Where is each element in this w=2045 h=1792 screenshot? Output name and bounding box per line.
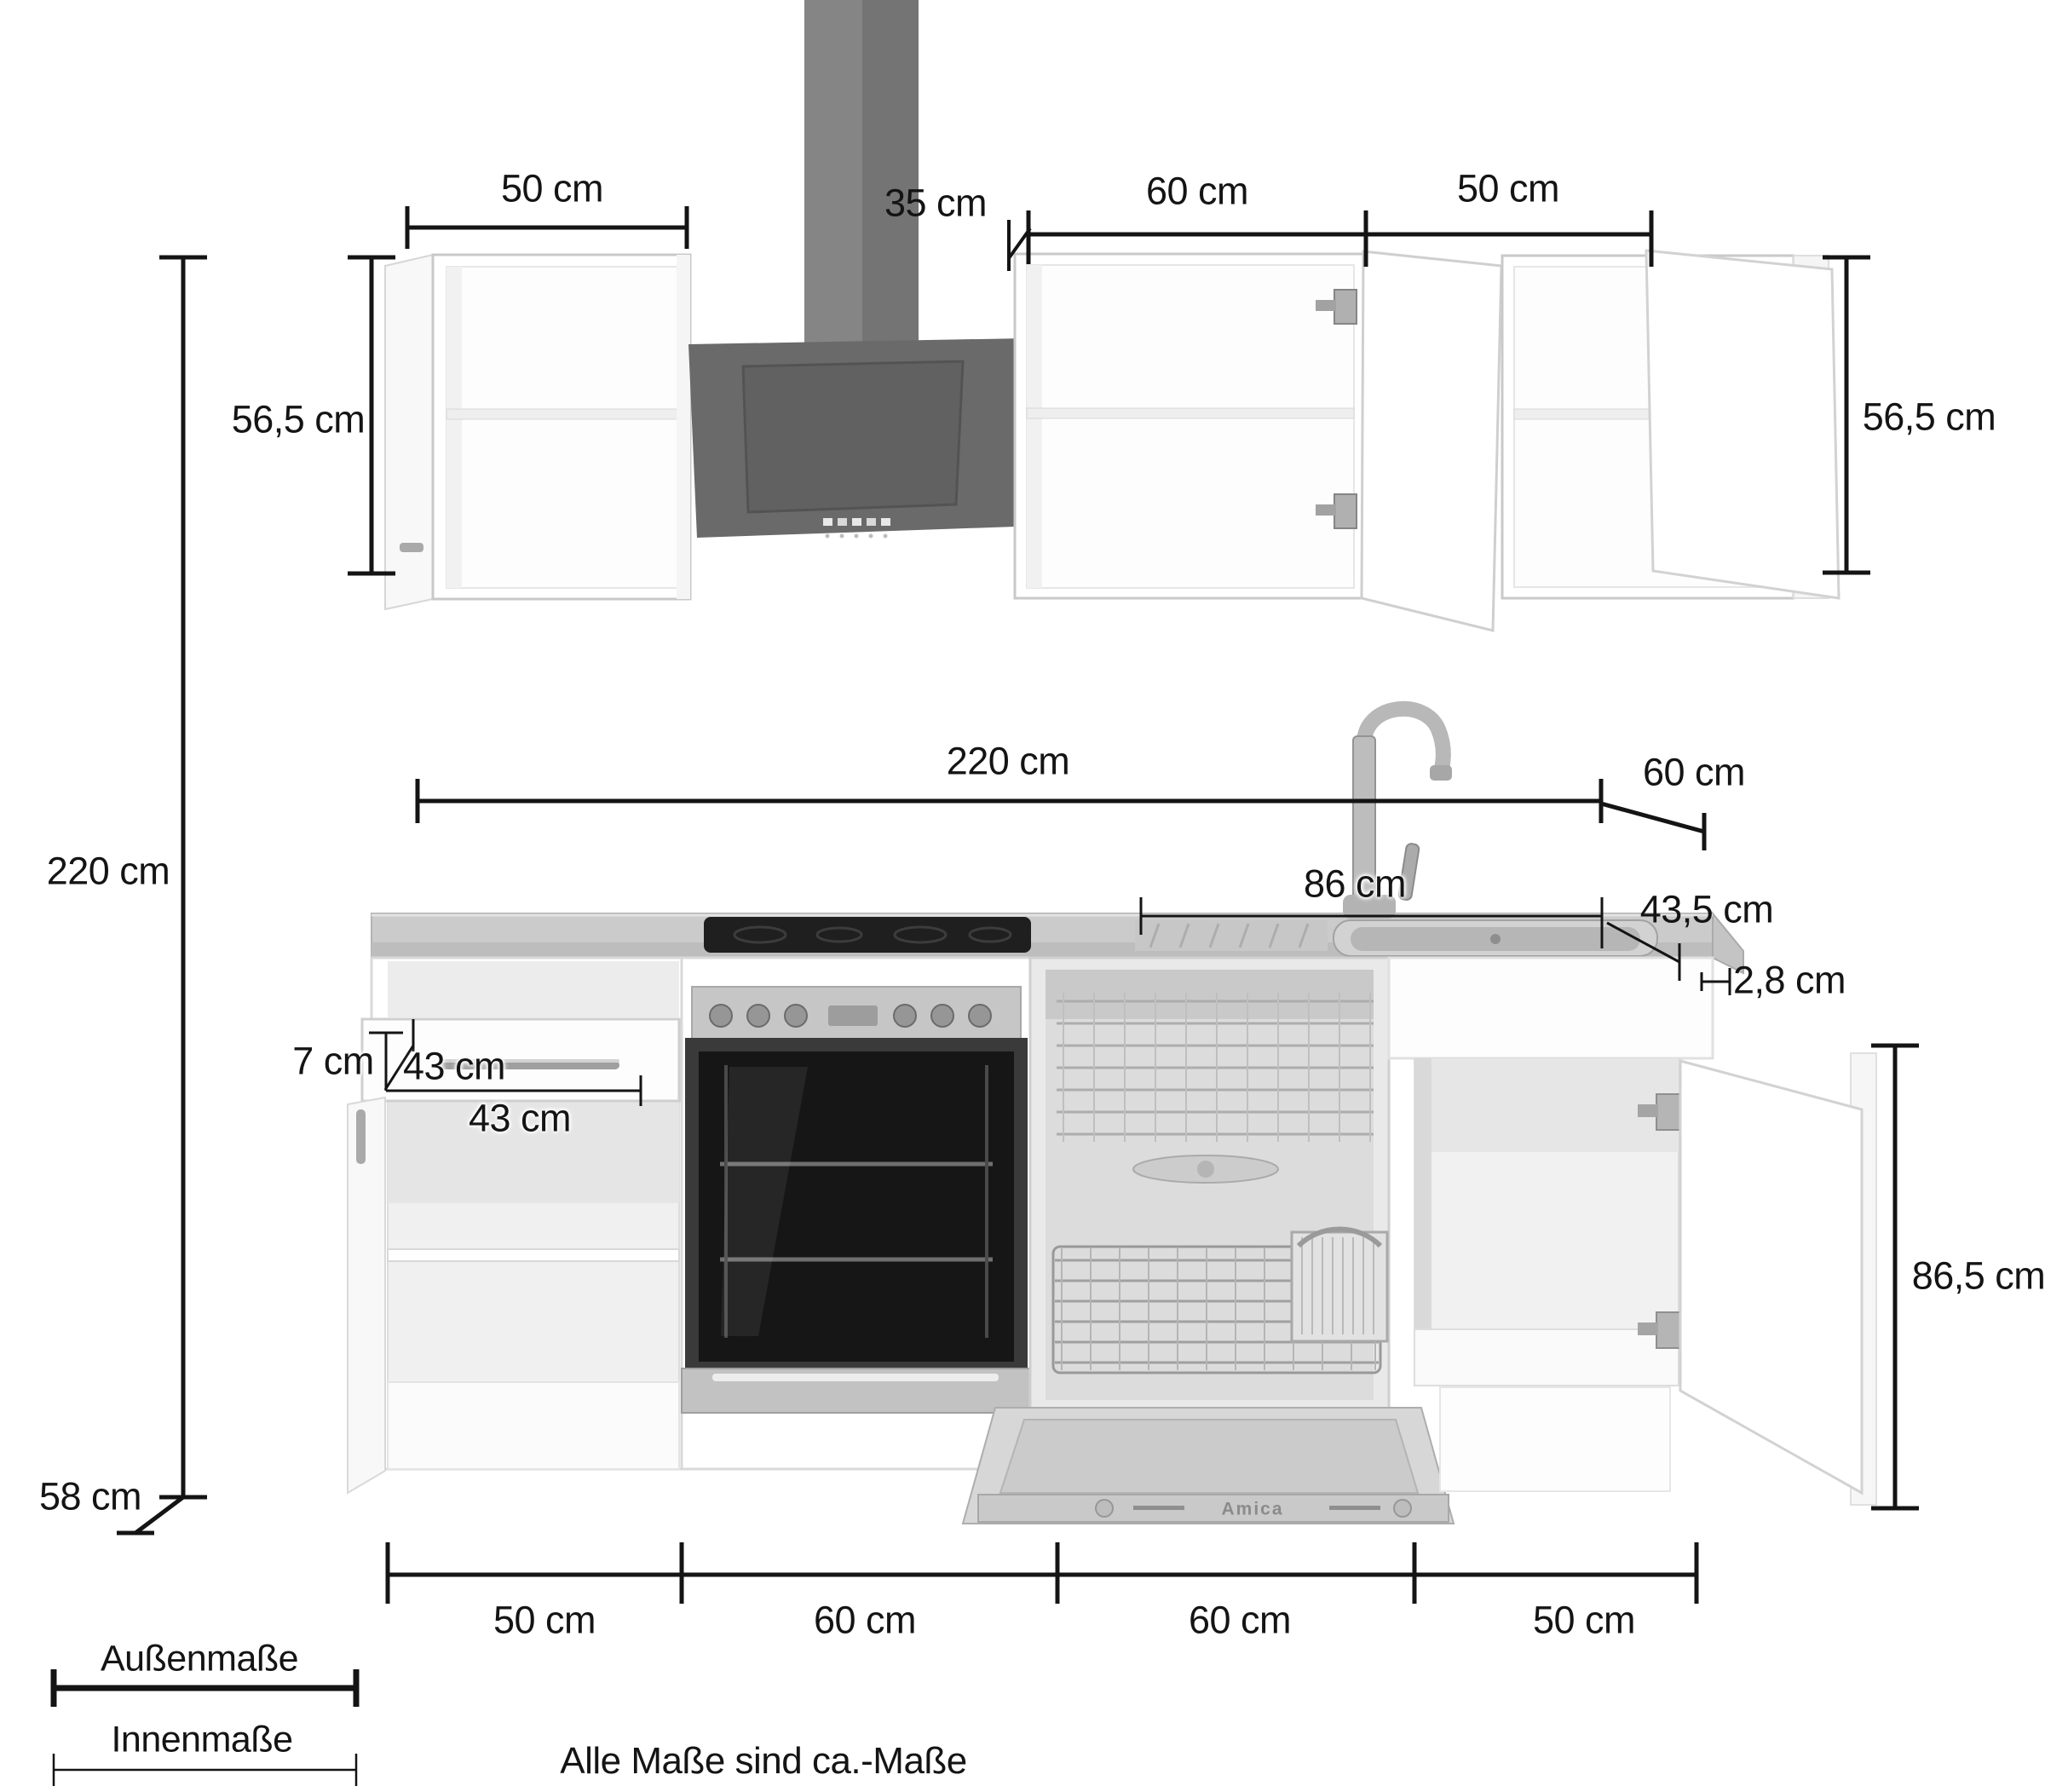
dim-wall-right-height-label: 56,5 cm xyxy=(1862,395,1996,439)
extractor-hood xyxy=(688,0,1026,539)
legend-inner-label: Innenmaße xyxy=(111,1719,293,1760)
open-door-left xyxy=(347,1096,386,1495)
dim-hood-width-label: 35 cm xyxy=(884,181,988,225)
dim-base-width-1-label: 50 cm xyxy=(493,1598,596,1642)
base-cabinet-left xyxy=(347,956,683,1495)
dishwasher-brand-label: Amica xyxy=(1221,1499,1284,1519)
dim-worktop-thickness-label: 2,8 cm xyxy=(1732,958,1846,1002)
dim-base-widths-line xyxy=(385,1542,1699,1604)
legend-note: Alle Maße sind ca.-Maße xyxy=(560,1740,967,1782)
dim-wall-mid-width-label: 60 cm xyxy=(1145,169,1249,213)
cooktop xyxy=(704,917,1031,953)
dim-drawer-lines xyxy=(369,1019,642,1106)
wall-cabinet-left xyxy=(384,253,692,611)
dim-drawer-depth-label: 43 cm xyxy=(468,1096,572,1140)
open-dishwasher-door xyxy=(961,1407,1455,1524)
dishwasher xyxy=(961,956,1455,1524)
wall-cabinet-middle xyxy=(1013,250,1503,632)
dimension-lines xyxy=(117,206,1919,1604)
dim-base-depth-label: 58 cm xyxy=(38,1474,142,1518)
dim-wall-left-height-label: 56,5 cm xyxy=(231,397,366,441)
dim-drawer-width-label: 43 cm xyxy=(402,1044,506,1088)
dim-wall-left-width-line xyxy=(405,206,689,249)
dim-sink-depth-label: 43,5 cm xyxy=(1639,887,1774,931)
dim-worktop-thickness-line xyxy=(1700,968,1731,995)
legend-lines xyxy=(50,1669,360,1786)
dim-drawer-height-label: 7 cm xyxy=(292,1039,374,1083)
dim-wall-right-widths-line xyxy=(1026,210,1654,267)
dim-base-width-4-label: 50 cm xyxy=(1532,1598,1636,1642)
sink xyxy=(1135,919,1658,957)
open-drawer xyxy=(360,1017,681,1103)
hood-control-icons xyxy=(823,518,890,539)
dim-total-height-label: 220 cm xyxy=(46,849,170,893)
dim-base-width-2-label: 60 cm xyxy=(813,1598,917,1642)
dim-wall-left-width-label: 50 cm xyxy=(500,166,604,210)
cutlery-basket xyxy=(1290,1226,1389,1343)
dim-worktop-length-line xyxy=(415,779,1604,823)
dim-base-height-label: 86,5 cm xyxy=(1911,1253,2045,1298)
dim-worktop-depth-label: 60 cm xyxy=(1642,750,1746,794)
dim-wall-right-height-line xyxy=(1823,255,1870,575)
dim-total-height-line xyxy=(117,255,207,1536)
dim-base-height-line xyxy=(1871,1043,1919,1511)
legend-outer-line xyxy=(50,1669,360,1707)
base-cabinet-right xyxy=(1387,956,1877,1506)
oven-knobs xyxy=(709,1004,992,1028)
dim-worktop-depth-line xyxy=(1600,801,1707,850)
dim-sink-width-label: 86 cm xyxy=(1303,861,1407,906)
wall-cabinet-right xyxy=(1501,249,1840,600)
dim-wall-left-height-line xyxy=(348,255,395,576)
dim-base-width-3-label: 60 cm xyxy=(1188,1598,1292,1642)
legend-inner-line xyxy=(52,1754,358,1786)
faucet xyxy=(1343,700,1452,919)
oven xyxy=(680,956,1032,1471)
upper-rack xyxy=(1057,993,1374,1142)
hinge-icon xyxy=(1316,289,1357,529)
dim-worktop-length-label: 220 cm xyxy=(946,739,1070,783)
dim-sink-depth-line xyxy=(1606,921,1681,981)
dim-wall-right-width-label: 50 cm xyxy=(1456,166,1560,210)
dim-sink-width-line xyxy=(1139,897,1604,948)
legend-outer-label: Außenmaße xyxy=(100,1638,299,1680)
